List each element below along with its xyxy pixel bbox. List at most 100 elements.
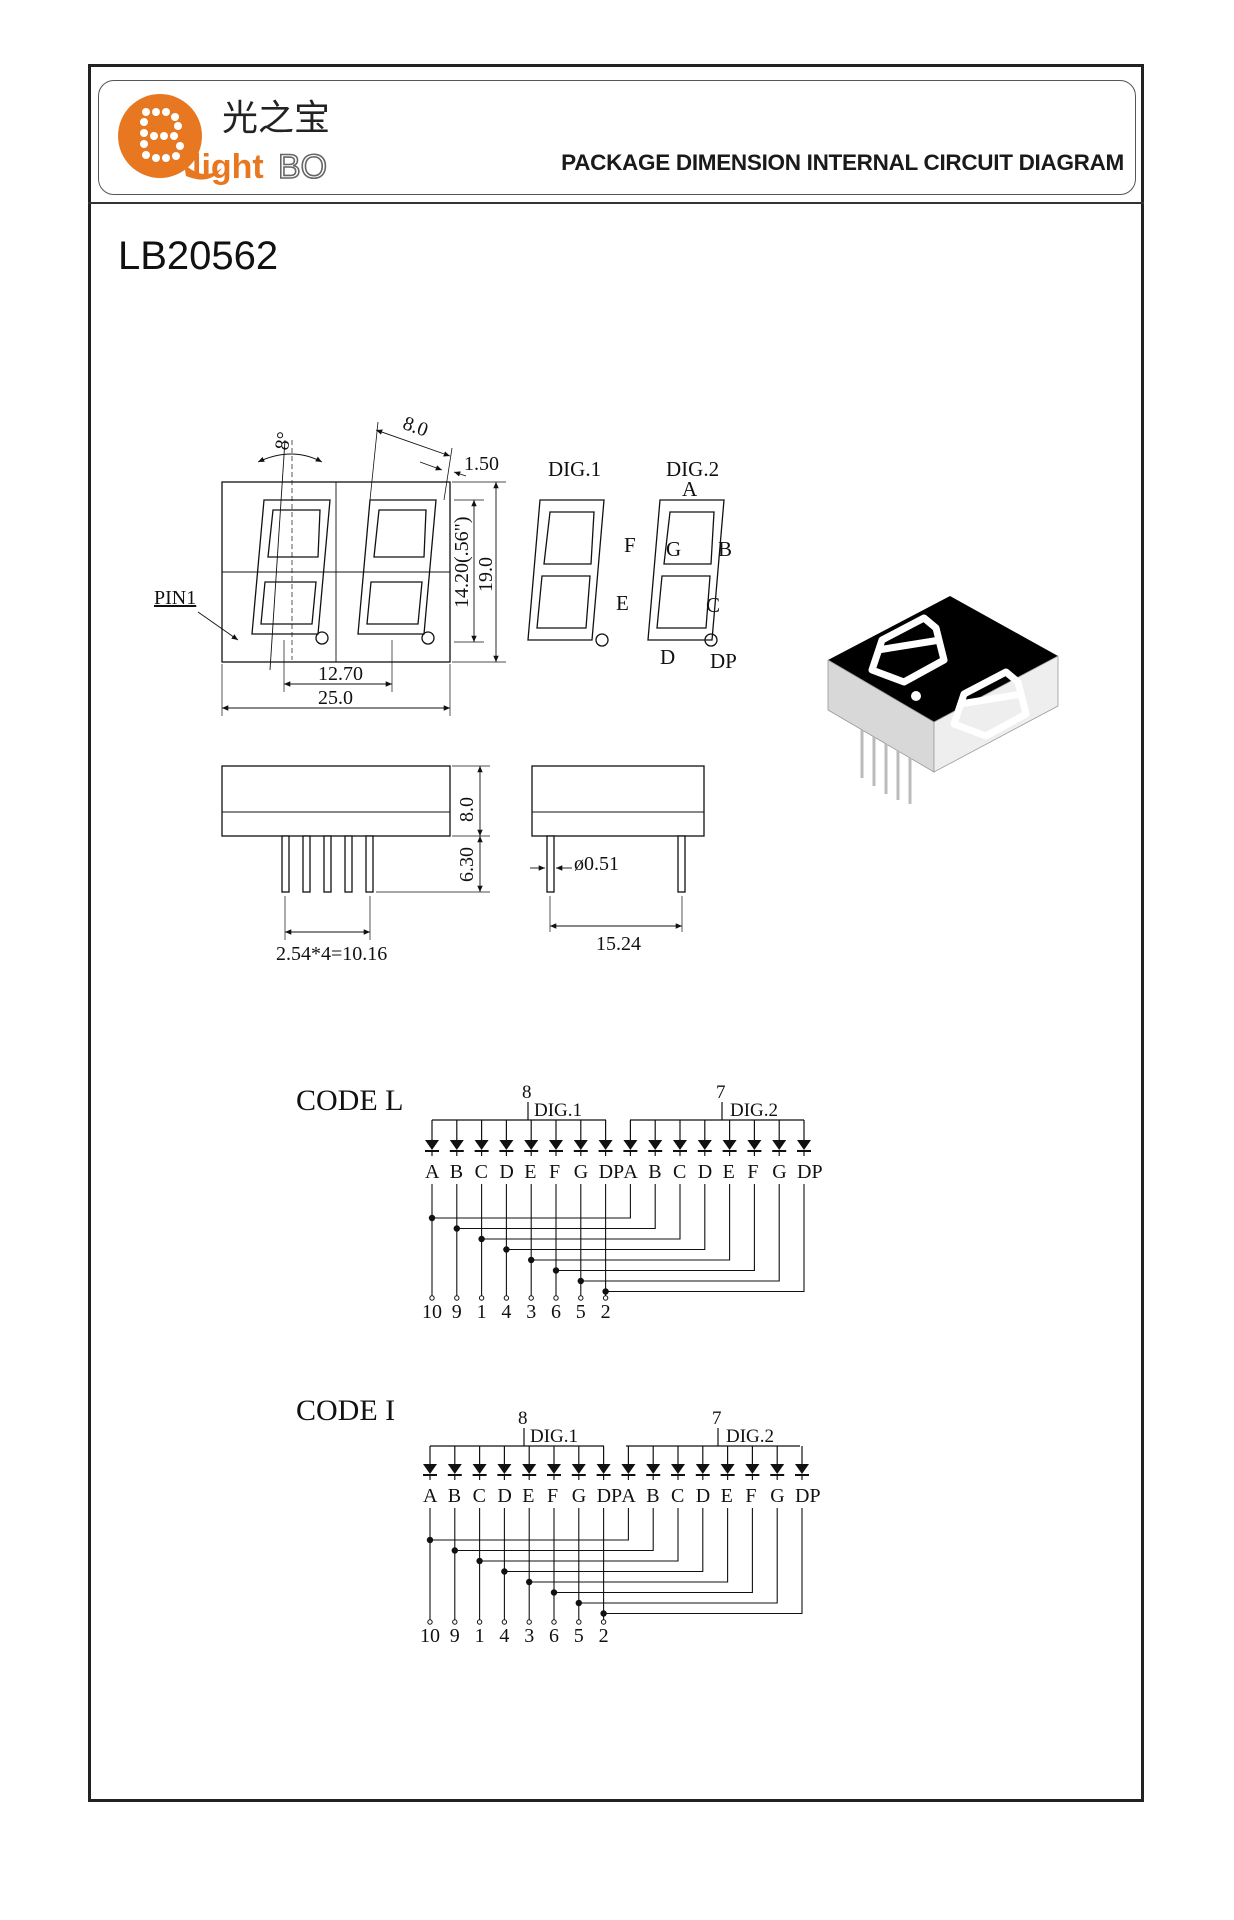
front-view-labels: 8° 8.0 1.50 14.20(.56") 19.0 12.70 25.0 … bbox=[154, 412, 499, 709]
pin-diameter-label: ø0.51 bbox=[574, 853, 619, 875]
pin-number: 4 bbox=[501, 1301, 511, 1323]
seg-b-label: B bbox=[718, 537, 732, 561]
diode bbox=[573, 1120, 588, 1156]
junction-dot bbox=[528, 1256, 535, 1264]
product-3d-illustration bbox=[827, 596, 1059, 804]
side-pin bbox=[281, 835, 290, 893]
junction-dot bbox=[453, 1225, 460, 1232]
diode bbox=[673, 1120, 687, 1156]
side-pin bbox=[344, 835, 353, 893]
pin-number: 5 bbox=[574, 1625, 584, 1647]
segment-label: F bbox=[747, 1161, 758, 1183]
diode bbox=[598, 1120, 613, 1156]
seg-width-label: 8.0 bbox=[400, 412, 431, 441]
pin-number: 4 bbox=[499, 1625, 509, 1647]
angle-label: 8° bbox=[271, 430, 296, 452]
diode-row bbox=[423, 1446, 809, 1480]
pin-number: 2 bbox=[599, 1625, 609, 1647]
pin-pitch-label: 2.54*4=10.16 bbox=[276, 943, 387, 965]
seg-dp-label: DP bbox=[710, 649, 737, 673]
seg-dig1-label: DIG.1 bbox=[548, 457, 601, 481]
segment-label: A bbox=[423, 1485, 438, 1507]
diode bbox=[646, 1446, 661, 1480]
diode bbox=[695, 1446, 710, 1480]
segment-label: D bbox=[696, 1485, 710, 1507]
segment-label: DP bbox=[797, 1161, 823, 1183]
diode bbox=[571, 1446, 586, 1480]
segment-label: D bbox=[499, 1161, 513, 1183]
front-view bbox=[197, 421, 506, 716]
wiring bbox=[426, 1508, 803, 1625]
front-digit-1 bbox=[251, 499, 331, 645]
wiring bbox=[428, 1184, 805, 1301]
side-view-labels: 8.0 6.30 2.54*4=10.16 ø0.51 15.24 bbox=[276, 797, 641, 965]
pin-number: 6 bbox=[549, 1625, 559, 1647]
digit-pitch-label: 12.70 bbox=[318, 663, 363, 685]
segment-label: G bbox=[572, 1485, 586, 1507]
diode bbox=[499, 1120, 514, 1156]
diode bbox=[621, 1446, 636, 1480]
segment-label: C bbox=[475, 1161, 488, 1183]
segment-label: A bbox=[623, 1161, 638, 1183]
diode bbox=[449, 1120, 464, 1156]
front-digit-2 bbox=[357, 499, 437, 645]
segment-label: A bbox=[425, 1161, 440, 1183]
segment-digit-1 bbox=[527, 499, 609, 647]
dig2-pin-label: 7 bbox=[712, 1408, 722, 1429]
segment-label: F bbox=[547, 1485, 558, 1507]
pin-number: 3 bbox=[524, 1625, 534, 1647]
junction-dot bbox=[550, 1589, 558, 1596]
pin-number: 10 bbox=[420, 1625, 440, 1647]
diode bbox=[447, 1446, 462, 1480]
diode bbox=[697, 1120, 712, 1156]
junction-dot bbox=[552, 1267, 560, 1274]
page-frame bbox=[88, 64, 1144, 1802]
seg-d-label: D bbox=[660, 645, 675, 669]
segment-label: D bbox=[497, 1485, 511, 1507]
segment-label: F bbox=[549, 1161, 560, 1183]
segment-label: D bbox=[698, 1161, 712, 1183]
segment-map-labels: DIG.1 DIG.2 A B C D E F G DP bbox=[548, 457, 737, 673]
logo-brand-light: light bbox=[192, 148, 264, 186]
segment-label: G bbox=[574, 1161, 588, 1183]
pin-number: 6 bbox=[551, 1301, 561, 1323]
junction-dot bbox=[428, 1214, 436, 1222]
diode bbox=[797, 1120, 811, 1156]
segment-label: E bbox=[721, 1485, 733, 1507]
pin-number: 1 bbox=[477, 1301, 487, 1323]
side-pin bbox=[365, 835, 374, 893]
junction-dot bbox=[451, 1547, 458, 1554]
diode bbox=[474, 1120, 489, 1156]
segment-label: B bbox=[448, 1485, 461, 1507]
diode bbox=[772, 1120, 787, 1156]
pin-number: 9 bbox=[450, 1625, 460, 1647]
diode bbox=[747, 1120, 762, 1156]
pin-number: 3 bbox=[526, 1301, 536, 1323]
dig2-pin-label: 7 bbox=[716, 1082, 726, 1103]
side-pin bbox=[323, 835, 332, 893]
junction-dot bbox=[503, 1246, 510, 1253]
lightbo-logo: 光之宝 light BO bbox=[118, 94, 330, 187]
segment-label: DP bbox=[795, 1485, 821, 1507]
seg-e-label: E bbox=[616, 591, 629, 615]
diode bbox=[722, 1120, 737, 1156]
header-title: PACKAGE DIMENSION INTERNAL CIRCUIT DIAGR… bbox=[561, 150, 1124, 175]
pin1-label: PIN1 bbox=[154, 587, 196, 609]
seg-g-label: G bbox=[666, 537, 681, 561]
junction-dot bbox=[602, 1288, 609, 1295]
side-view-left bbox=[221, 765, 490, 940]
diode bbox=[770, 1446, 785, 1480]
pin-number: 10 bbox=[422, 1301, 442, 1323]
segment-label: DP bbox=[599, 1161, 625, 1183]
junction-dot bbox=[476, 1557, 483, 1565]
segment-label: E bbox=[524, 1161, 536, 1183]
diode bbox=[648, 1120, 663, 1156]
junction-dot bbox=[575, 1599, 582, 1607]
side-body bbox=[221, 765, 451, 837]
side-pin bbox=[302, 835, 311, 893]
segment-label: B bbox=[648, 1161, 661, 1183]
segment-label: C bbox=[673, 1161, 686, 1183]
